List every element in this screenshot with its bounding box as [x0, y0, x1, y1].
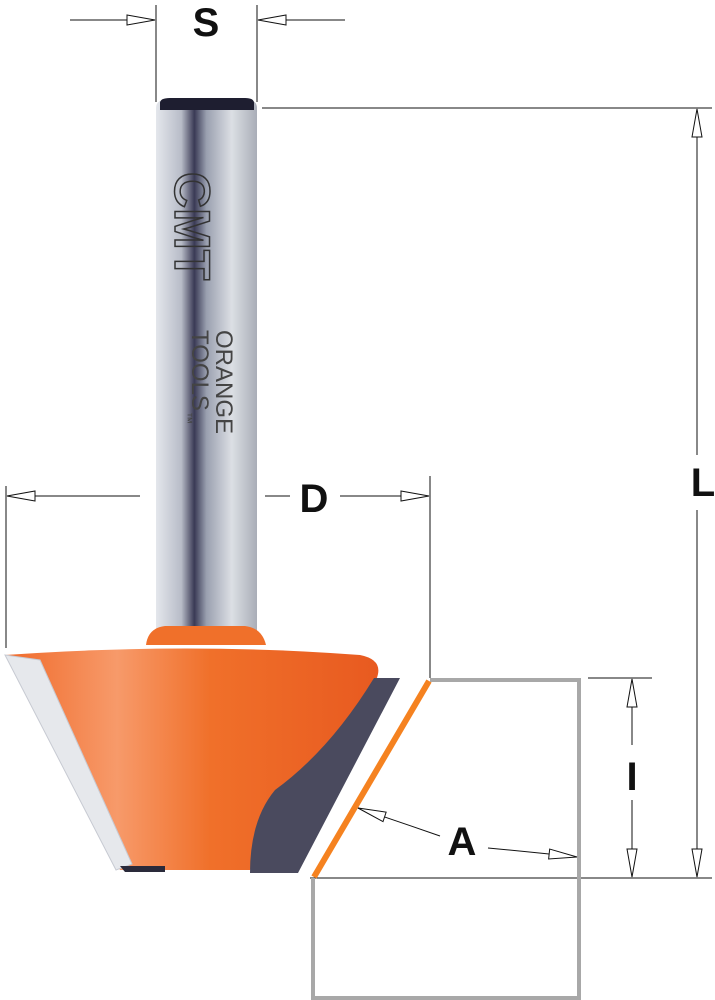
logo-tagline: ORANGE [210, 330, 237, 434]
logo-line2: TOOLS [186, 330, 213, 411]
logo-tm: ™ [181, 412, 195, 424]
label-a: A [448, 820, 477, 864]
logo-brand: CMT [164, 172, 220, 280]
dimension-i: I [588, 677, 652, 878]
dimension-l: L [262, 107, 715, 879]
dimension-d: D [5, 476, 431, 678]
label-s: S [193, 1, 220, 45]
chamfer-edge [311, 679, 432, 879]
logo-line1: ORANGE [210, 330, 237, 434]
dimension-a: A [357, 807, 578, 864]
cutter-body [4, 626, 400, 873]
label-l: L [691, 461, 715, 505]
workpiece [311, 678, 581, 1000]
brand-logo: CMT [163, 171, 221, 281]
label-d: D [300, 477, 329, 521]
label-i: I [626, 755, 637, 799]
shank: CMT ORANGE TOOLS ™ [156, 98, 257, 640]
dimension-s: S [70, 1, 345, 102]
